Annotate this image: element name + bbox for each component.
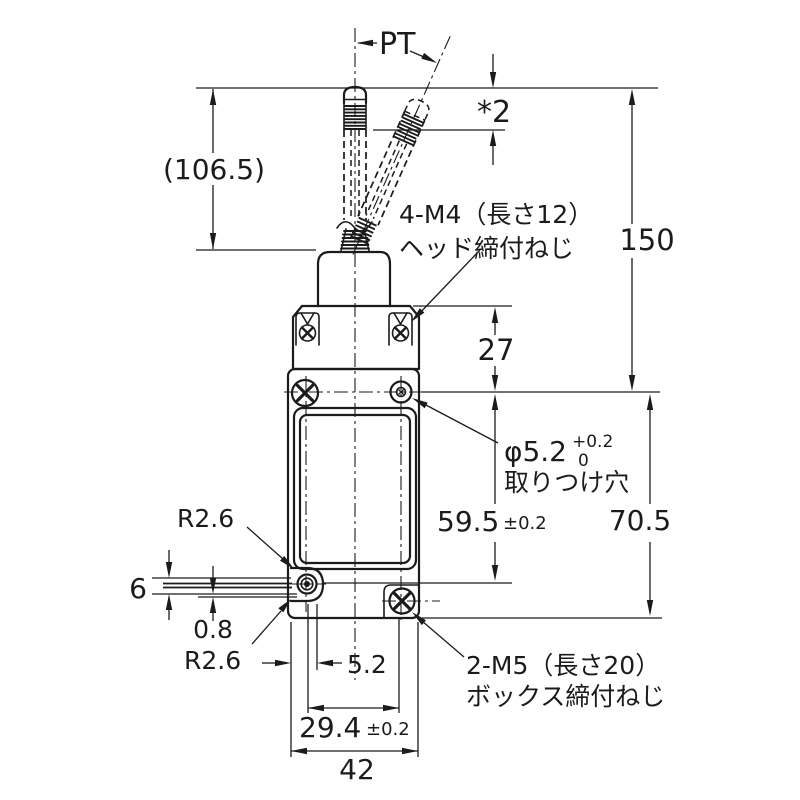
mounting-hole-label: 取りつけ穴 [504, 468, 629, 497]
deflected-spring-cap [404, 98, 430, 121]
dimension-lines [152, 42, 662, 757]
body-width-dim: 42 [339, 753, 375, 786]
switch-head [291, 304, 421, 371]
slot-opening-dim: 6 [129, 572, 147, 605]
slot-offset-dim: 0.8 [193, 615, 233, 644]
footnote-label: *2 [477, 95, 511, 130]
deflected-centerline [352, 36, 451, 256]
dome-cap [316, 250, 392, 308]
head-screw-right [388, 312, 413, 346]
edge-to-slot-dim: 5.2 [347, 650, 387, 679]
switch-body [286, 250, 421, 620]
mounting-hole-tol-upper: +0.2 [572, 432, 613, 452]
switch-box [286, 367, 421, 620]
overall-height-dim: 150 [619, 223, 674, 257]
box-screws-callout-line2: ボックス締付ねじ [466, 682, 665, 711]
head-screws-callout-line2: ヘッド締付ねじ [399, 234, 574, 263]
slot-radius-top-label: R2.6 [177, 504, 234, 533]
arrowheads [165, 39, 654, 755]
hole-pitch-vertical-tol: ±0.2 [503, 513, 547, 534]
hole-pitch-horizontal-tol: ±0.2 [366, 719, 410, 740]
mounting-hole-tol-lower: 0 [578, 451, 589, 471]
centerlines [284, 28, 440, 680]
mounting-hole-dia: φ5.2 [504, 435, 567, 468]
hole-pitch-horizontal-dim: 29.4 [299, 711, 361, 744]
spring-length-dim: (106.5) [163, 153, 265, 186]
head-screw-left [295, 312, 320, 346]
body-height-dim: 70.5 [609, 504, 671, 537]
box-screw-top-left [290, 378, 320, 408]
head-screws-callout-line1: 4-M4（長さ12） [399, 200, 593, 229]
thread-label: PT [379, 27, 416, 62]
spring-break-symbol [336, 220, 373, 232]
slot-radius-bottom-label: R2.6 [184, 646, 241, 675]
head-height-dim: 27 [478, 333, 515, 367]
hole-pitch-vertical-dim: 59.5 [437, 505, 499, 538]
box-screws-callout-line1: 2-M5（長さ20） [466, 651, 660, 680]
